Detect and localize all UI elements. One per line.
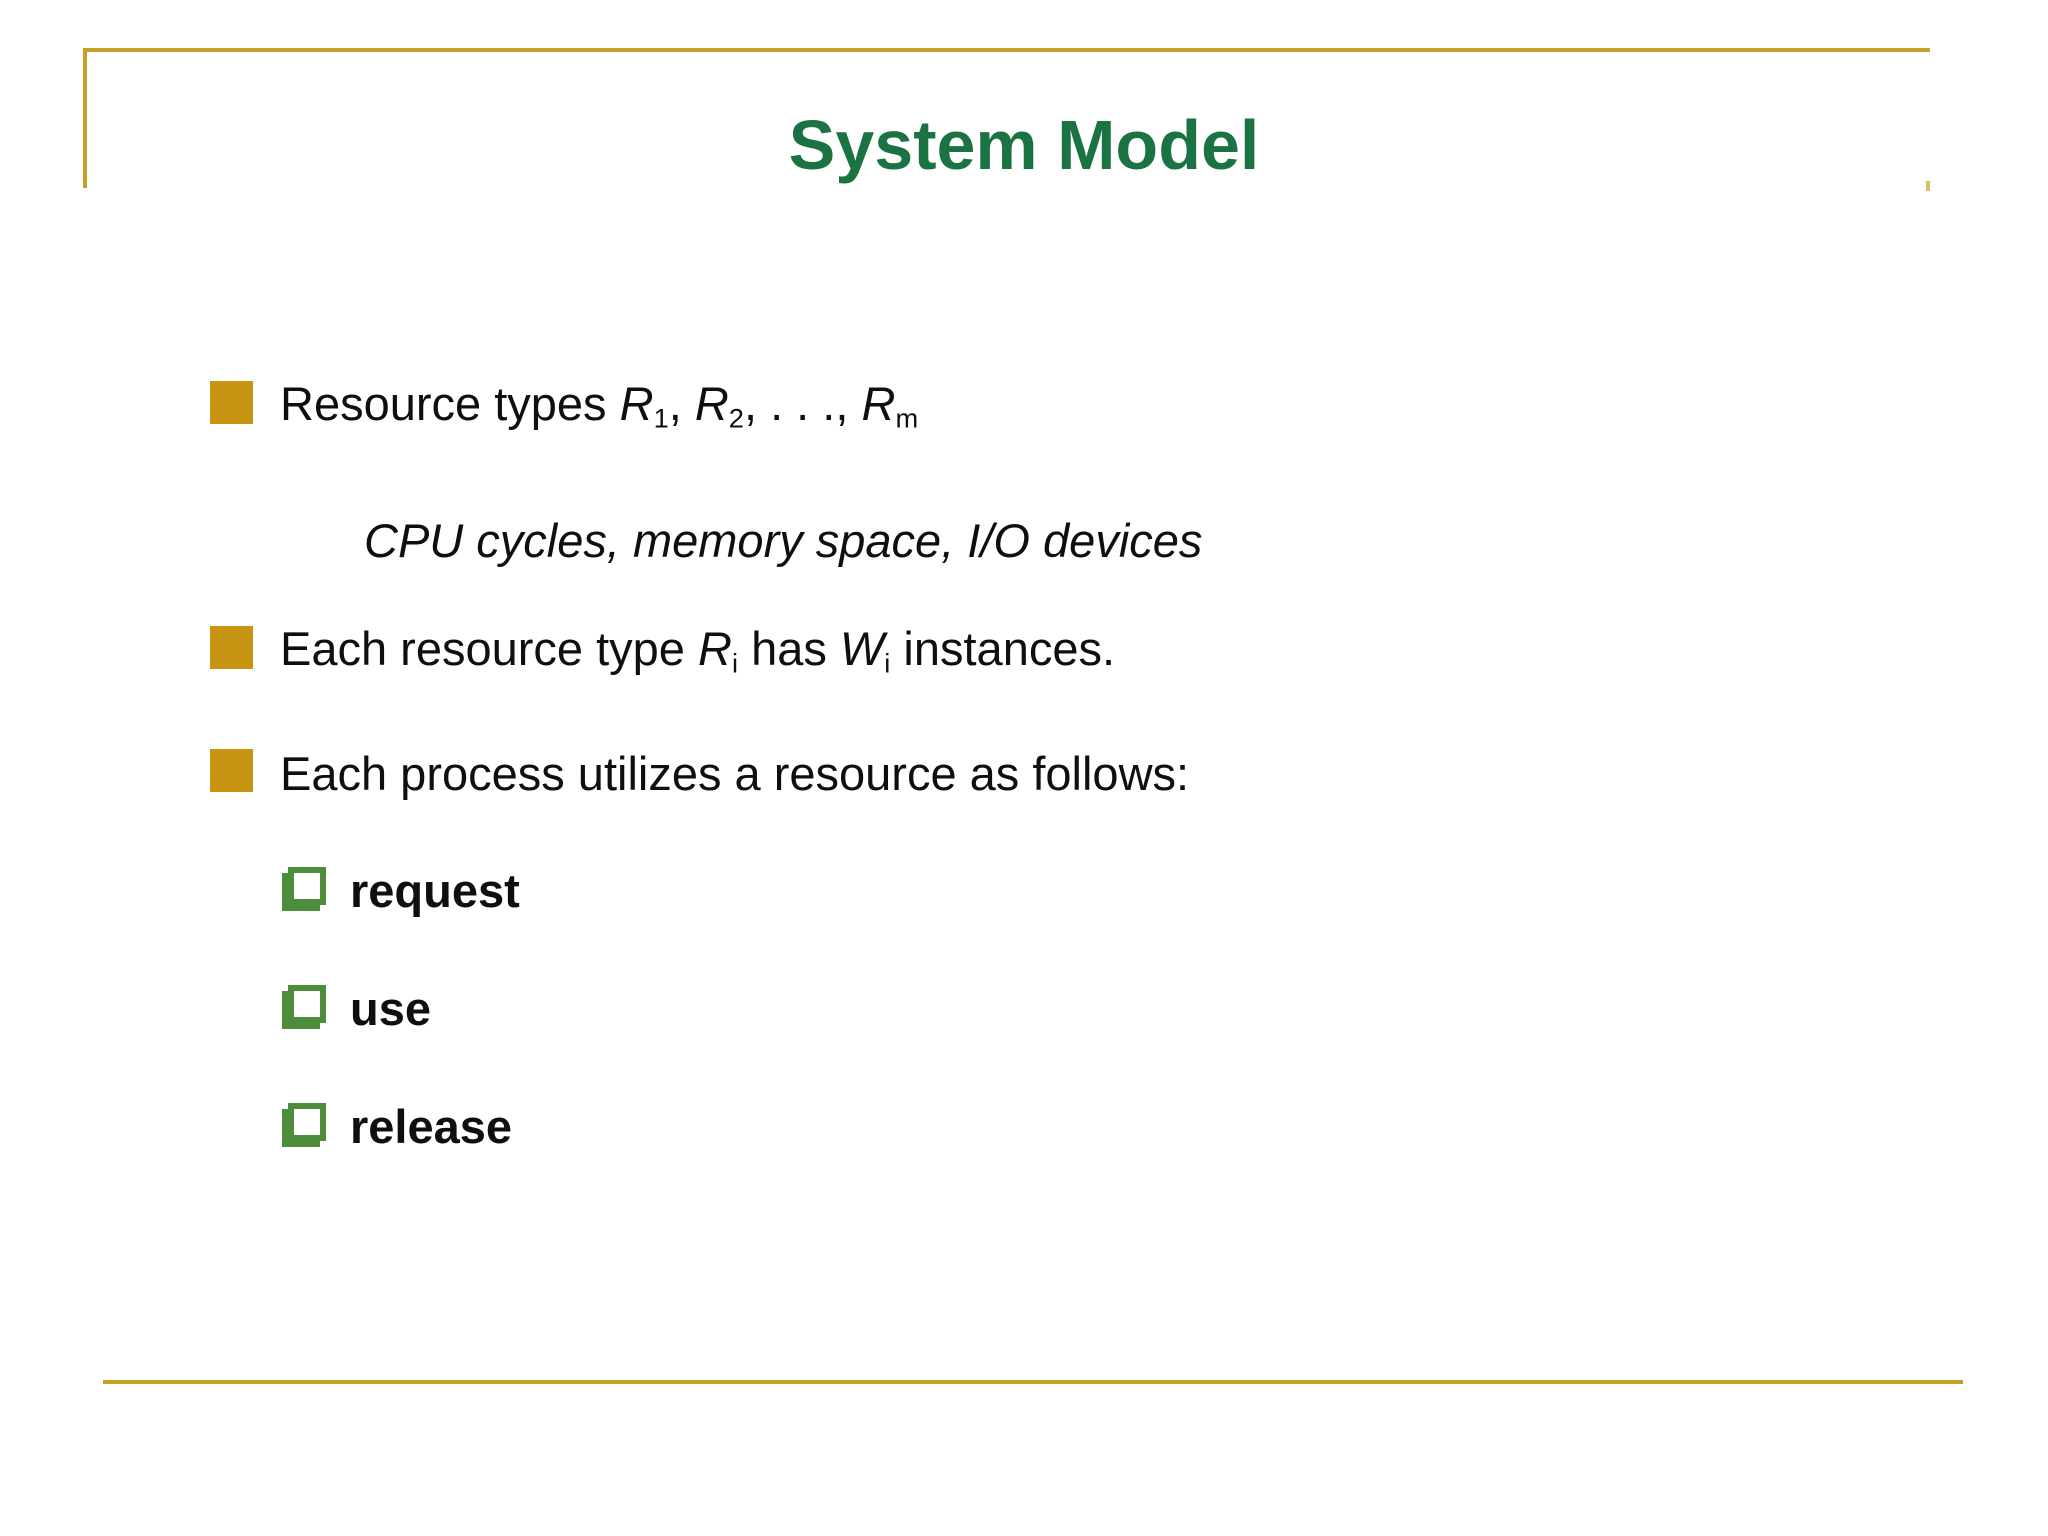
top-frame-right-tick bbox=[1926, 181, 1930, 191]
checkbox-bullet-icon bbox=[288, 1103, 326, 1141]
sub-bullet-text: request bbox=[350, 863, 520, 917]
bullet-text: Resource types R1, R2, . . ., Rm bbox=[280, 376, 919, 434]
bullet-text: Each process utilizes a resource as foll… bbox=[280, 746, 1190, 800]
indent-line-examples: CPU cycles, memory space, I/O devices bbox=[364, 505, 1202, 575]
sub-bullet-release: release bbox=[288, 1091, 512, 1161]
bottom-border-line bbox=[103, 1380, 1963, 1384]
checkbox-bullet-icon bbox=[288, 867, 326, 905]
square-bullet-icon bbox=[210, 625, 253, 669]
bullet-item-instances: Each resource type Ri has Wi instances. bbox=[210, 615, 1115, 685]
bullet-item-resource-types: Resource types R1, R2, . . ., Rm bbox=[210, 370, 918, 440]
checkbox-bullet-icon bbox=[288, 985, 326, 1023]
left-border-line bbox=[83, 48, 87, 188]
sub-bullet-text: release bbox=[350, 1099, 513, 1153]
slide-title: System Model bbox=[788, 106, 1260, 184]
sub-bullet-use: use bbox=[288, 973, 431, 1043]
indent-text: CPU cycles, memory space, I/O devices bbox=[364, 513, 1203, 567]
top-border-line bbox=[83, 48, 1930, 52]
bullet-item-utilization: Each process utilizes a resource as foll… bbox=[210, 738, 1189, 808]
square-bullet-icon bbox=[210, 748, 253, 792]
sub-bullet-request: request bbox=[288, 855, 520, 925]
square-bullet-icon bbox=[210, 380, 253, 424]
sub-bullet-text: use bbox=[350, 981, 431, 1035]
bullet-text: Each resource type Ri has Wi instances. bbox=[280, 621, 1116, 679]
